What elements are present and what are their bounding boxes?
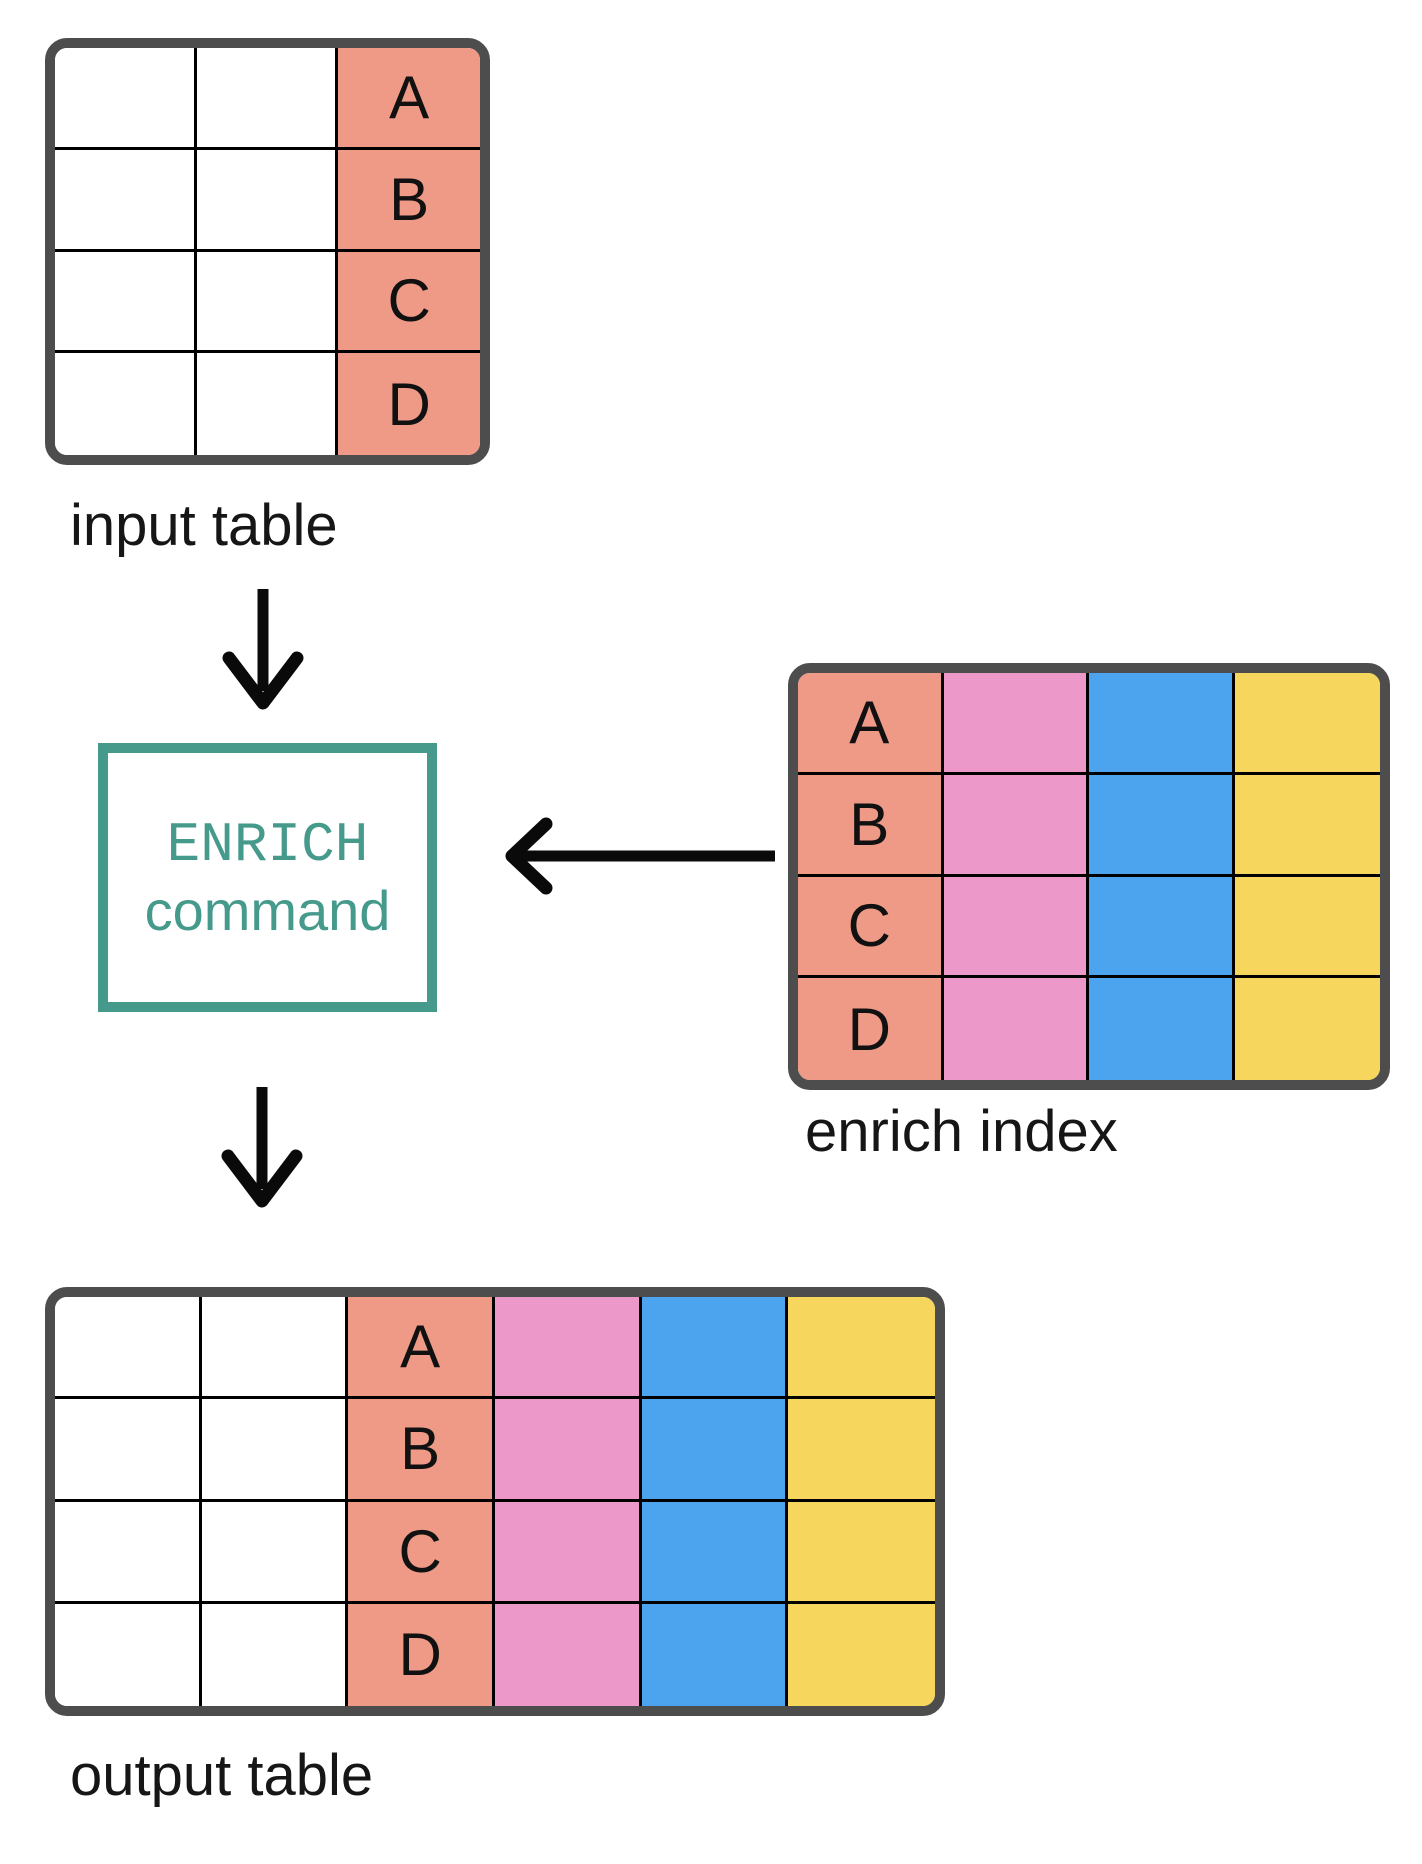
cell xyxy=(55,149,197,252)
input-table-label: input table xyxy=(70,493,338,558)
cell xyxy=(1089,673,1235,775)
cell xyxy=(1089,978,1235,1080)
cell-C: C xyxy=(338,251,480,354)
cell xyxy=(943,673,1089,775)
cell-C: C xyxy=(348,1501,495,1604)
cell xyxy=(495,1603,642,1706)
cell xyxy=(788,1399,935,1502)
cell xyxy=(1234,774,1380,877)
cell-A: A xyxy=(798,673,944,775)
cell xyxy=(55,48,197,150)
cell xyxy=(1234,876,1380,979)
cell xyxy=(201,1297,349,1400)
cell xyxy=(55,1297,202,1400)
cell xyxy=(788,1297,935,1400)
cell xyxy=(1234,673,1380,775)
cell xyxy=(641,1297,789,1400)
cell xyxy=(641,1501,789,1604)
cell xyxy=(1089,774,1235,877)
cell xyxy=(55,1399,202,1502)
cell-B: B xyxy=(798,774,944,877)
cell xyxy=(55,251,197,354)
cell-C: C xyxy=(798,876,944,979)
cell xyxy=(943,774,1089,877)
cell xyxy=(495,1501,642,1604)
cell xyxy=(1234,978,1380,1080)
cell-D: D xyxy=(798,978,944,1080)
cell xyxy=(1089,876,1235,979)
cell xyxy=(495,1399,642,1502)
cell xyxy=(55,1603,202,1706)
cell xyxy=(196,251,339,354)
cell xyxy=(55,1501,202,1604)
cell xyxy=(201,1501,349,1604)
cell xyxy=(55,353,197,455)
cell xyxy=(196,48,339,150)
cell xyxy=(196,353,339,455)
enrich-command-word: command xyxy=(144,878,391,942)
left-arrow-icon xyxy=(500,811,785,901)
cell xyxy=(201,1603,349,1706)
cell xyxy=(788,1501,935,1604)
output-table-label: output table xyxy=(70,1743,374,1808)
cell xyxy=(641,1399,789,1502)
cell-A: A xyxy=(348,1297,495,1400)
enrich-command-keyword: ENRICH xyxy=(166,812,369,877)
cell-B: B xyxy=(348,1399,495,1502)
cell xyxy=(201,1399,349,1502)
cell xyxy=(943,978,1089,1080)
cell-D: D xyxy=(338,353,480,455)
cell xyxy=(641,1603,789,1706)
enrich-index-label: enrich index xyxy=(805,1099,1118,1164)
cell xyxy=(196,149,339,252)
cell xyxy=(943,876,1089,979)
cell xyxy=(788,1603,935,1706)
cell-D: D xyxy=(348,1603,495,1706)
down-arrow-icon xyxy=(213,585,313,713)
cell-A: A xyxy=(338,48,480,150)
enrich-command-box: ENRICH command xyxy=(98,743,437,1012)
down-arrow-icon xyxy=(212,1083,312,1211)
cell-B: B xyxy=(338,149,480,252)
cell xyxy=(495,1297,642,1400)
